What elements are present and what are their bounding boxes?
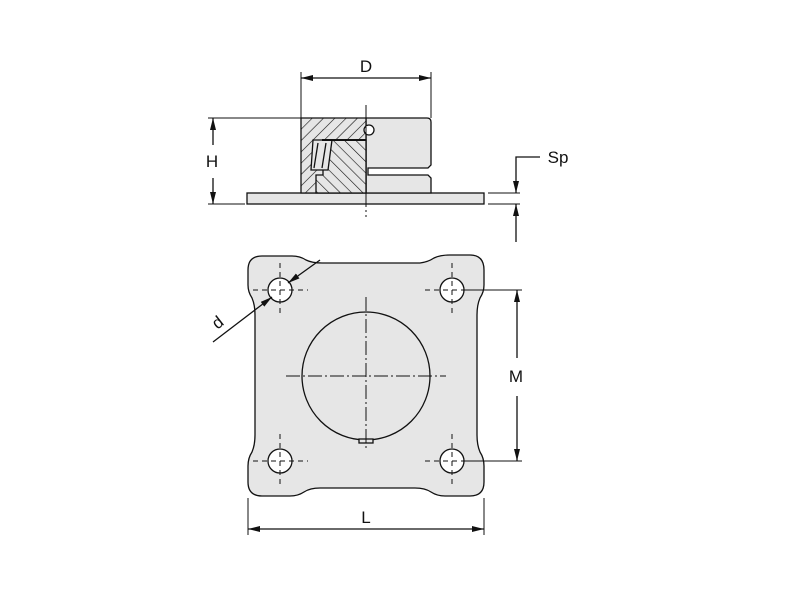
- dimension-H: [208, 117, 301, 205]
- housing-right: [365, 117, 432, 194]
- label-M: M: [508, 367, 524, 386]
- label-Sp: Sp: [547, 148, 569, 167]
- side-view: [246, 105, 485, 217]
- dimension-M: [465, 289, 522, 462]
- label-D: D: [359, 57, 373, 76]
- plan-view: [247, 254, 485, 497]
- dimension-D: [300, 72, 432, 118]
- label-L: L: [361, 508, 371, 527]
- label-H: H: [205, 152, 219, 171]
- dimension-d: [212, 259, 321, 343]
- dimension-L: [247, 498, 485, 535]
- dimension-Sp: [488, 156, 540, 242]
